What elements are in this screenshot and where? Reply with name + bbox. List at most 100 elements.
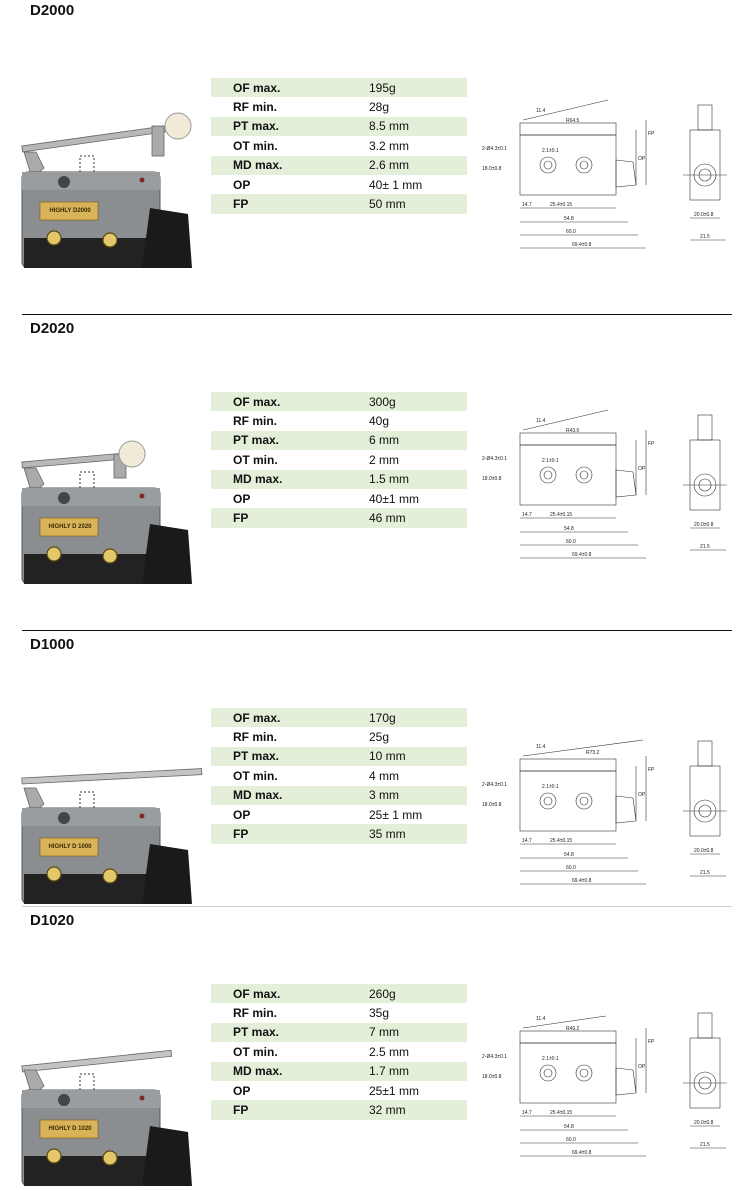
dim-fp: FP	[648, 767, 655, 773]
spec-value: 35 mm	[369, 827, 406, 842]
spec-label: MD max.	[233, 472, 283, 487]
spec-row: RF min. 25g	[211, 727, 467, 746]
dim-d1: 11.4	[536, 418, 546, 424]
spec-row: FP 35 mm	[211, 824, 467, 844]
switch-model: D2000	[73, 208, 91, 214]
spec-label: OT min.	[233, 138, 278, 153]
dim-radius: R64.5	[566, 118, 580, 124]
dim-height: 18.0±0.8	[482, 802, 502, 808]
spec-row: MD max. 1.5 mm	[211, 469, 467, 489]
spec-row: MD max. 2.6 mm	[211, 155, 467, 175]
spec-row: PT max. 8.5 mm	[211, 116, 467, 137]
dim-side-w2: 21.5	[700, 544, 710, 550]
spec-row: OT min. 2 mm	[211, 450, 467, 469]
spec-value: 4 mm	[369, 768, 399, 783]
spec-label: OF max.	[233, 394, 281, 409]
dim-d3: 25.4±0.15	[550, 1110, 572, 1116]
switch-nameplate: HIGHLY D 1000	[44, 844, 96, 850]
dim-d4: 54.8	[564, 1124, 574, 1130]
switch-photo	[21, 1049, 192, 1187]
model-title: D1020	[30, 912, 75, 929]
dimension-drawing: 11.4 R49.2 2-Ø4.3±0.1 2.1±0.1 18.0±0.8 1…	[482, 1012, 727, 1157]
dim-hole: 2-Ø4.3±0.1	[482, 1054, 507, 1060]
spec-label: OT min.	[233, 452, 278, 467]
spec-label: PT max.	[233, 1025, 280, 1040]
spec-row: OP 40±1 mm	[211, 489, 467, 508]
dim-d2: 14.7	[522, 512, 532, 518]
dim-d6: 69.4±0.8	[572, 878, 592, 884]
dim-d1: 11.4	[536, 108, 546, 114]
dim-hole: 2-Ø4.3±0.1	[482, 146, 507, 152]
switch-model: D 2020	[72, 524, 92, 530]
spec-label: OP	[233, 807, 251, 822]
spec-value: 25±1 mm	[369, 1083, 419, 1098]
dim-side-w1: 20.0±0.8	[694, 522, 714, 528]
dimension-drawing: 11.4 R64.5 2-Ø4.3±0.1 2.1±0.1 18.0±0.8 1…	[482, 99, 727, 249]
spec-label: FP	[233, 511, 249, 526]
dim-side-w2: 21.5	[700, 234, 710, 240]
switch-photo	[21, 768, 203, 905]
spec-value: 3 mm	[369, 788, 399, 803]
switch-nameplate: HIGHLY D2000	[44, 208, 96, 214]
section-divider	[22, 906, 732, 907]
spec-label: PT max.	[233, 119, 280, 134]
spec-label: MD max.	[233, 158, 283, 173]
dim-d1: 11.4	[536, 744, 546, 750]
switch-brand: HIGHLY	[48, 1126, 71, 1132]
dimension-drawing-wrap: 11.4 R43.0 2-Ø4.3±0.1 2.1±0.1 18.0±0.8 1…	[478, 400, 748, 575]
dim-op: OP	[638, 1064, 646, 1070]
spec-value: 6 mm	[369, 433, 399, 448]
spec-row: OF max. 170g	[211, 708, 467, 728]
spec-label: OP	[233, 1083, 251, 1098]
spec-value: 1.5 mm	[369, 472, 410, 487]
spec-label: OP	[233, 491, 251, 506]
product-section-d2000: D2000 HIGHLY D2000 OF max. 195g	[0, 0, 750, 316]
switch-photo	[21, 440, 192, 585]
dim-pitch-small: 2.1±0.1	[542, 148, 559, 154]
spec-row: RF min. 35g	[211, 1003, 467, 1022]
spec-value: 260g	[369, 986, 396, 1001]
spec-value: 195g	[369, 80, 396, 95]
dim-d6: 69.4±0.8	[572, 1150, 592, 1156]
spec-value: 170g	[369, 710, 396, 725]
spec-row: OP 40± 1 mm	[211, 175, 467, 194]
spec-value: 25g	[369, 730, 390, 745]
spec-value: 10 mm	[369, 749, 406, 764]
dim-d4: 54.8	[564, 216, 574, 222]
spec-label: OT min.	[233, 1044, 278, 1059]
dim-height: 18.0±0.8	[482, 1074, 502, 1080]
switch-nameplate: HIGHLY D 1020	[44, 1126, 96, 1132]
dim-op: OP	[638, 792, 646, 798]
dimension-drawing: 11.4 R43.0 2-Ø4.3±0.1 2.1±0.1 18.0±0.8 1…	[482, 409, 727, 559]
dim-op: OP	[638, 156, 646, 162]
spec-value: 40±1 mm	[369, 491, 419, 506]
spec-row: OT min. 3.2 mm	[211, 136, 467, 155]
dimension-drawing: 11.4 R73.2 2-Ø4.3±0.1 2.1±0.1 18.0±0.8 1…	[482, 739, 727, 885]
spec-label: PT max.	[233, 749, 280, 764]
product-section-d2020: D2020 HIGHLY D 2020 OF max. 300g	[0, 314, 750, 632]
model-title: D2020	[30, 320, 75, 337]
dim-d3: 25.4±0.15	[550, 838, 572, 844]
dimension-drawing-wrap: 11.4 R73.2 2-Ø4.3±0.1 2.1±0.1 18.0±0.8 1…	[478, 726, 748, 901]
spec-value: 1.7 mm	[369, 1064, 410, 1079]
spec-label: RF min.	[233, 1006, 277, 1021]
dim-fp: FP	[648, 441, 655, 447]
dim-pitch-small: 2.1±0.1	[542, 784, 559, 790]
section-divider	[22, 630, 732, 631]
spec-value: 2.6 mm	[369, 158, 410, 173]
dim-radius: R49.2	[566, 1026, 580, 1032]
dim-radius: R73.2	[586, 750, 600, 756]
section-divider	[22, 314, 732, 315]
dim-pitch-small: 2.1±0.1	[542, 1056, 559, 1062]
model-title: D2000	[30, 2, 75, 19]
spec-value: 50 mm	[369, 197, 406, 212]
spec-row: MD max. 1.7 mm	[211, 1061, 467, 1081]
dim-d2: 14.7	[522, 1110, 532, 1116]
dim-d5: 60.0	[566, 865, 576, 871]
spec-table: OF max. 170g RF min. 25g PT max. 10 mm O…	[211, 708, 467, 844]
spec-row: PT max. 10 mm	[211, 746, 467, 767]
dim-side-w2: 21.5	[700, 1142, 710, 1148]
spec-row: OF max. 195g	[211, 78, 467, 98]
dim-radius: R43.0	[566, 428, 580, 434]
switch-image: HIGHLY D 2020	[2, 384, 212, 589]
